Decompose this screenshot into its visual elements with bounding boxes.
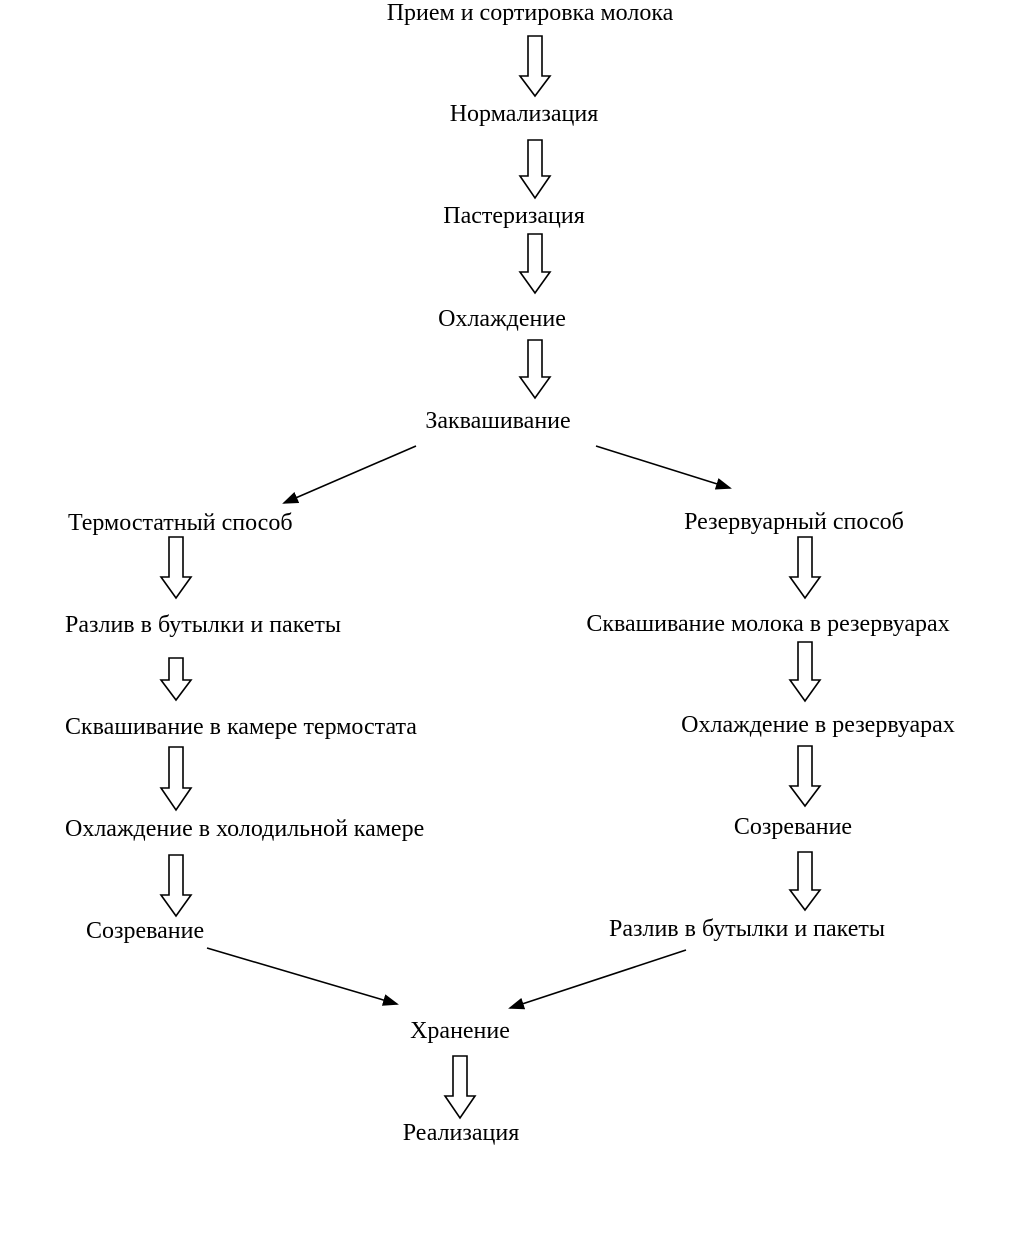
hollow-down-arrow-icon bbox=[443, 1055, 477, 1120]
branch-arrow-right bbox=[595, 445, 732, 490]
branch-arrow-left bbox=[282, 445, 417, 504]
step-souring: Заквашивание bbox=[425, 408, 570, 434]
step-cooling: Охлаждение bbox=[438, 306, 566, 332]
step-storage: Хранение bbox=[410, 1018, 510, 1044]
hollow-down-arrow-icon bbox=[788, 745, 822, 808]
step-reception-sorting: Прием и сортировка молока bbox=[387, 0, 674, 26]
hollow-down-arrow-icon bbox=[518, 139, 552, 200]
left-step-maturation: Созревание bbox=[86, 918, 204, 944]
right-step-reservoir-method: Резервуарный способ bbox=[684, 509, 904, 535]
left-step-cooling-cold-chamber: Охлаждение в холодильной камере bbox=[65, 816, 424, 842]
hollow-down-arrow-icon bbox=[159, 536, 193, 600]
right-step-maturation: Созревание bbox=[734, 814, 852, 840]
left-step-thermostat-method: Термостатный способ bbox=[68, 510, 293, 536]
right-step-cooling-reservoirs: Охлаждение в резервуарах bbox=[681, 712, 955, 738]
step-sale: Реализация bbox=[403, 1120, 520, 1146]
left-step-bottling: Разлив в бутылки и пакеты bbox=[65, 612, 341, 638]
right-step-fermentation-reservoirs: Сквашивание молока в резервуарах bbox=[586, 611, 949, 637]
merge-arrow-right bbox=[508, 949, 687, 1010]
step-pasteurization: Пастеризация bbox=[443, 203, 584, 229]
right-step-bottling: Разлив в бутылки и пакеты bbox=[609, 916, 885, 942]
merge-arrow-left bbox=[206, 947, 399, 1006]
hollow-down-arrow-icon bbox=[159, 746, 193, 812]
left-step-fermentation-thermostat: Сквашивание в камере термостата bbox=[65, 714, 417, 740]
hollow-down-arrow-icon bbox=[788, 536, 822, 600]
hollow-down-arrow-icon bbox=[518, 339, 552, 400]
hollow-down-arrow-icon bbox=[159, 657, 193, 702]
hollow-down-arrow-icon bbox=[159, 854, 193, 918]
hollow-down-arrow-icon bbox=[518, 233, 552, 295]
step-normalization: Нормализация bbox=[450, 101, 599, 127]
hollow-down-arrow-icon bbox=[788, 851, 822, 912]
hollow-down-arrow-icon bbox=[788, 641, 822, 703]
hollow-down-arrow-icon bbox=[518, 35, 552, 98]
